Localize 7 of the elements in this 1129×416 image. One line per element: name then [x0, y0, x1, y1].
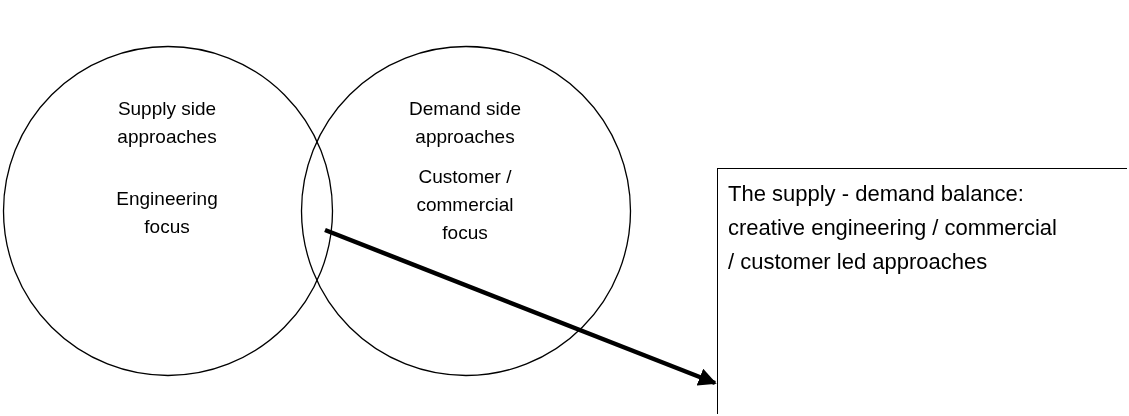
circle-label: Engineering focus: [115, 187, 219, 239]
text-box: [717, 168, 1127, 414]
circle-label: Supply side approaches: [116, 97, 218, 149]
box-text: The supply - demand balance: creative engineering / commercial / customer led approaches: [728, 180, 1058, 276]
circle-label: Customer / commercial focus: [415, 165, 515, 245]
circle-label: Demand side approaches: [408, 97, 522, 149]
arrow: [324, 227, 717, 386]
